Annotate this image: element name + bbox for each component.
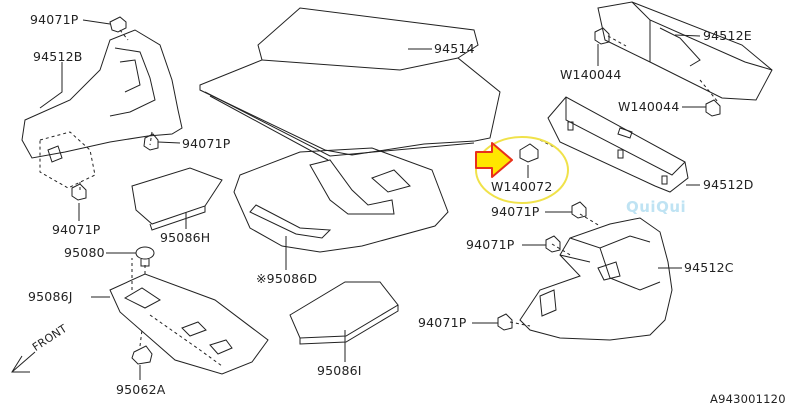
pointer-arrow: [475, 142, 513, 178]
side-trim-94512B: [21, 29, 183, 190]
pin-clips-left: [71, 16, 159, 201]
label-95062A: 95062A: [116, 382, 166, 397]
label-94071P: 94071P: [182, 136, 231, 151]
label-94512C: 94512C: [684, 260, 734, 275]
highlight-circle: [475, 136, 569, 204]
clip-95062A: [131, 329, 153, 365]
label-W140044: W140044: [560, 67, 622, 82]
clip-95080: [135, 246, 155, 267]
leader-lines: [39, 19, 706, 380]
label-W140072: W140072: [491, 179, 553, 194]
diagram-code: A943001120: [710, 392, 786, 406]
label-95086I: 95086I: [317, 363, 362, 378]
label-94512B: 94512B: [33, 49, 83, 64]
side-trim-94512C: [509, 213, 673, 341]
rear-sill-95086J: [109, 258, 269, 375]
label-95086D: ※95086D: [256, 271, 318, 286]
front-direction-arrow: [11, 351, 36, 373]
label-94071P: 94071P: [52, 222, 101, 237]
label-94071P: 94071P: [466, 237, 515, 252]
label-94071P: 94071P: [30, 12, 79, 27]
label-W140044: W140044: [618, 99, 680, 114]
label-94071P: 94071P: [491, 204, 540, 219]
clip-W140072: [519, 143, 539, 163]
watermark: QuiQui: [626, 198, 687, 216]
label-95086H: 95086H: [160, 230, 211, 245]
label-95080: 95080: [64, 245, 105, 260]
label-94512D: 94512D: [703, 177, 754, 192]
floor-mat-95086D: [233, 147, 449, 253]
parcel-shelf-94514: [199, 7, 501, 161]
label-94071P: 94071P: [418, 315, 467, 330]
label-94512E: 94512E: [703, 28, 752, 43]
trim-panel-94512E: [594, 1, 773, 117]
label-95086J: 95086J: [28, 289, 73, 304]
trim-panel-95086I: [289, 281, 399, 345]
pin-clips-right: [497, 201, 587, 331]
label-94514: 94514: [434, 41, 475, 56]
trim-panel-95086H: [131, 167, 223, 231]
